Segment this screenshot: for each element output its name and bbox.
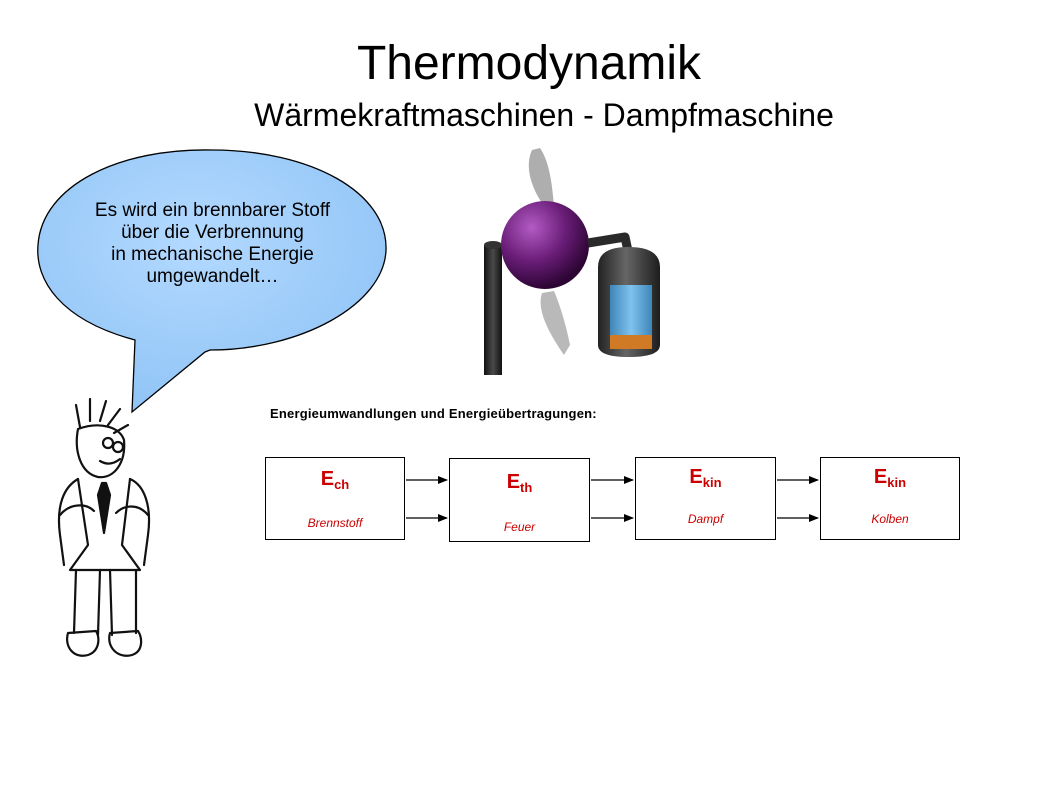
steam-jet-bottom <box>540 291 570 355</box>
energy-box-feuer: Eth Feuer <box>449 458 590 542</box>
energy-symbol: E <box>873 466 888 488</box>
energy-symbol: E <box>320 468 335 490</box>
aeolipile-sphere <box>501 201 589 289</box>
speech-line: Es wird ein brennbarer Stoff <box>94 200 331 221</box>
speech-bubble-text: Es wird ein brennbarer Stoff über die Ve… <box>40 200 385 288</box>
energy-symbol: E <box>689 466 703 488</box>
energy-box-dampf: Ekin Dampf <box>635 457 776 540</box>
speech-line: über die Verbrennung <box>121 222 304 243</box>
boiler-water <box>610 285 652 335</box>
slide-subtitle: Wärmekraftmaschinen - Dampfmaschine <box>254 97 834 133</box>
energy-subscript: kin <box>702 475 722 490</box>
slide-title: Thermodynamik <box>356 37 702 90</box>
energy-subscript: kin <box>887 475 907 490</box>
speech-bubble-shape <box>37 149 387 414</box>
speech-line: umgewandelt… <box>146 266 279 287</box>
energy-box-brennstoff: Ech Brennstoff <box>265 457 405 540</box>
steam-jet-top <box>528 148 554 205</box>
boiler-fire <box>610 335 652 349</box>
energy-label: Dampf <box>687 512 724 526</box>
energy-box-kolben: Ekin Kolben <box>820 457 960 540</box>
speech-line: in mechanische Energie <box>111 244 314 265</box>
speech-bubble <box>37 149 387 414</box>
energy-label: Feuer <box>503 520 536 534</box>
energy-label: Kolben <box>871 512 909 526</box>
steam-pipe <box>587 232 633 252</box>
steam-engine-illustration <box>484 148 660 375</box>
diagram-heading: Energieumwandlungen und Energieübertragu… <box>270 406 597 421</box>
energy-symbol: E <box>506 471 521 493</box>
energy-subscript: th <box>520 480 533 495</box>
energy-label: Brennstoff <box>307 516 363 530</box>
person-illustration <box>57 397 151 657</box>
support-pipe <box>484 245 502 375</box>
energy-subscript: ch <box>334 477 350 492</box>
